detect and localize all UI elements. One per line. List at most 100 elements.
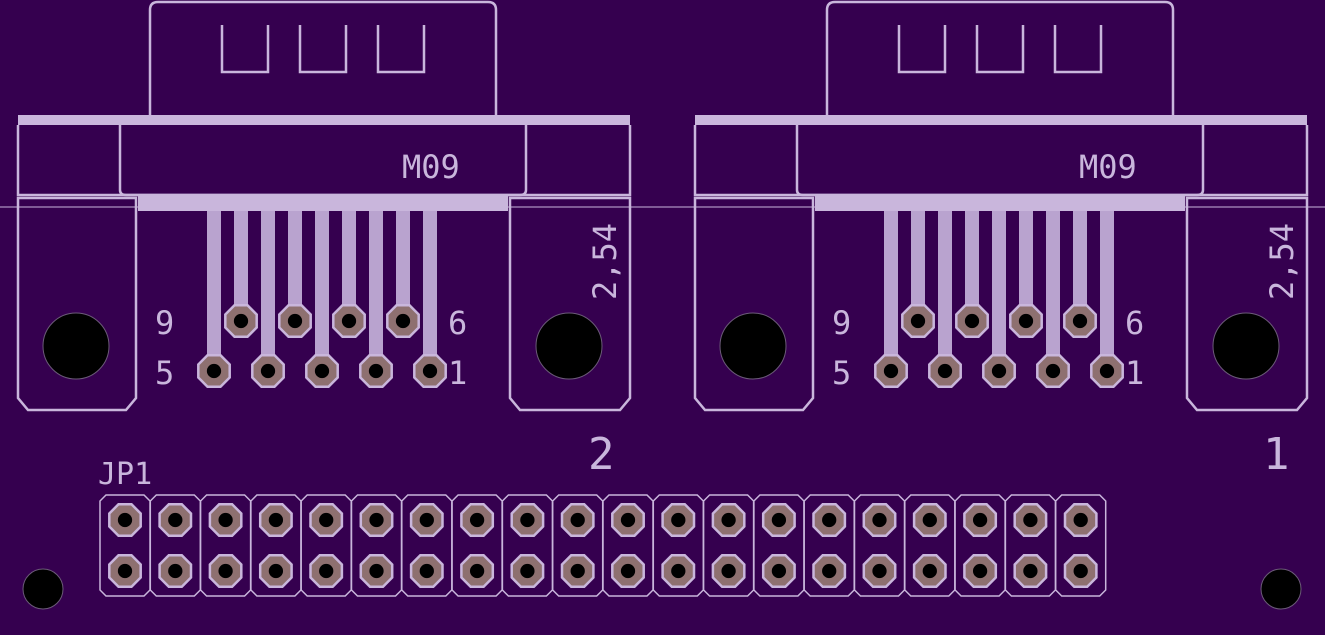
pad-drill bbox=[1072, 313, 1088, 329]
connector-pad bbox=[1036, 354, 1070, 388]
header-pad bbox=[1063, 554, 1098, 588]
db9-connector-1: M09 2,54 9 6 5 1 1 bbox=[693, 0, 1309, 480]
header-pad bbox=[208, 503, 243, 537]
pad-drill bbox=[233, 313, 249, 329]
pad-drill bbox=[570, 512, 585, 528]
connector-outline bbox=[693, 0, 1309, 412]
connector-pad bbox=[955, 304, 989, 338]
pad-drill bbox=[1045, 363, 1061, 379]
pad-drill bbox=[469, 512, 485, 528]
pin-label-6: 6 bbox=[448, 304, 467, 342]
pad-drill bbox=[520, 512, 535, 528]
pad-drill bbox=[218, 512, 233, 528]
header-pad bbox=[812, 554, 847, 588]
pin-trace bbox=[423, 211, 437, 371]
pad-drill bbox=[369, 512, 384, 528]
connector-pad bbox=[928, 354, 962, 388]
mounting-hole bbox=[42, 312, 110, 380]
header-pad bbox=[510, 503, 545, 537]
header-pad bbox=[460, 503, 495, 537]
pad-drill bbox=[964, 313, 980, 329]
header-pad bbox=[108, 503, 142, 537]
pad-drill bbox=[991, 363, 1007, 379]
pad-drill bbox=[314, 363, 330, 379]
connector-pad bbox=[386, 304, 420, 338]
pin-trace bbox=[1073, 211, 1087, 321]
header-pad bbox=[963, 503, 998, 537]
header-pad bbox=[761, 554, 796, 588]
header-pad bbox=[158, 554, 193, 588]
header-pad bbox=[359, 554, 394, 588]
header-pad bbox=[560, 554, 595, 588]
pad-drill bbox=[218, 563, 233, 579]
pin-label-9: 9 bbox=[155, 304, 174, 342]
pad-drill bbox=[721, 512, 736, 528]
header-pad bbox=[912, 554, 947, 588]
db9-connector-2: M09 2,54 9 6 5 1 2 bbox=[16, 0, 632, 480]
pad-drill bbox=[368, 363, 384, 379]
pad-drill bbox=[1018, 313, 1034, 329]
pad-drill bbox=[287, 313, 303, 329]
pad-drill bbox=[419, 512, 434, 528]
connector-pad bbox=[1009, 304, 1043, 338]
connector-pad bbox=[332, 304, 366, 338]
pin-trace bbox=[207, 211, 221, 371]
connector-pad bbox=[413, 354, 447, 388]
pin-trace bbox=[992, 211, 1006, 371]
header-label: JP1 bbox=[98, 457, 152, 492]
connector-pad bbox=[278, 304, 312, 338]
mounting-hole bbox=[1212, 312, 1280, 380]
connector-pad bbox=[197, 354, 231, 388]
pad-drill bbox=[469, 563, 485, 579]
header-outline bbox=[99, 494, 1107, 597]
header-pad bbox=[1013, 503, 1048, 537]
header-pad bbox=[862, 503, 897, 537]
header-pad bbox=[711, 554, 746, 588]
connector-outline bbox=[16, 0, 632, 412]
header-pad bbox=[912, 503, 947, 537]
connector-pads bbox=[874, 304, 1124, 388]
pad-drill bbox=[260, 363, 276, 379]
header-pad bbox=[309, 554, 344, 588]
header-pad bbox=[611, 554, 645, 588]
header-pad bbox=[409, 554, 444, 588]
pad-drill bbox=[319, 563, 334, 579]
pad-drill bbox=[822, 512, 837, 528]
connector-pad bbox=[251, 354, 285, 388]
pin-trace bbox=[938, 211, 952, 371]
pin-label-5: 5 bbox=[832, 354, 851, 392]
pin-trace bbox=[965, 211, 979, 321]
pin-label-1: 1 bbox=[1125, 354, 1144, 392]
pad-drill bbox=[422, 363, 438, 379]
pad-drill bbox=[206, 363, 222, 379]
header-pad bbox=[108, 554, 142, 588]
pad-drill bbox=[570, 563, 585, 579]
header-pad bbox=[1013, 554, 1048, 588]
pad-drill bbox=[883, 363, 899, 379]
pad-drill bbox=[419, 563, 434, 579]
pin-trace bbox=[261, 211, 275, 371]
pad-drill bbox=[671, 563, 686, 579]
connector-pad bbox=[874, 354, 908, 388]
pin-trace bbox=[884, 211, 898, 371]
pad-drill bbox=[972, 512, 988, 528]
pitch-label: 2,54 bbox=[1263, 223, 1301, 300]
pin-label-9: 9 bbox=[832, 304, 851, 342]
connector-pads bbox=[197, 304, 447, 388]
pin-label-5: 5 bbox=[155, 354, 174, 392]
pad-drill bbox=[937, 363, 953, 379]
header-pad bbox=[812, 503, 847, 537]
pad-drill bbox=[872, 563, 887, 579]
header-silk-outline bbox=[99, 494, 1107, 597]
header-pad bbox=[208, 554, 243, 588]
pad-drill bbox=[671, 512, 686, 528]
connector-pad bbox=[1090, 354, 1124, 388]
pin-trace bbox=[369, 211, 383, 371]
pad-drill bbox=[1023, 563, 1038, 579]
pad-drill bbox=[168, 563, 183, 579]
connector-id-label: 1 bbox=[1263, 429, 1290, 480]
board-mounting-hole bbox=[22, 568, 64, 610]
pad-drill bbox=[268, 512, 284, 528]
pin-trace bbox=[315, 211, 329, 371]
pin-trace bbox=[342, 211, 356, 321]
